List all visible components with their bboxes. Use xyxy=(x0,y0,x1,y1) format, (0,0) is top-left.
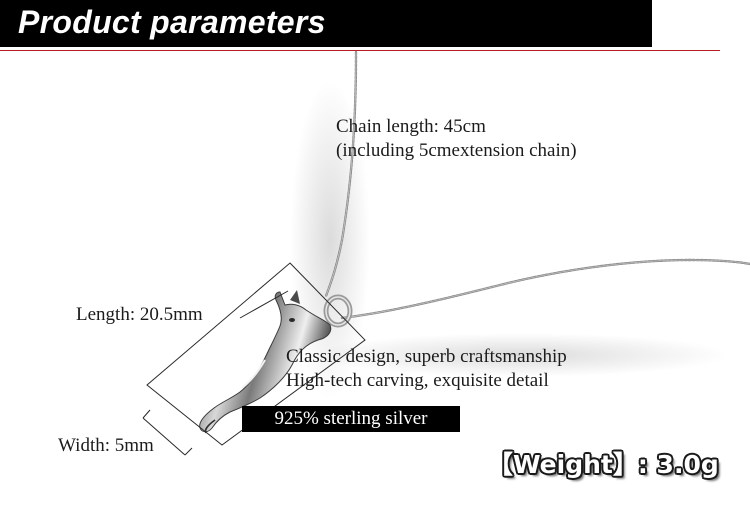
title-banner: Product parameters xyxy=(0,0,652,47)
dimension-lines xyxy=(142,262,366,456)
length-label: Length: 20.5mm xyxy=(76,304,203,325)
weight-label: 【Weight】: 3.0g xyxy=(488,450,719,479)
chain-extension-label: (including 5cmextension chain) xyxy=(336,140,577,161)
divider-rule xyxy=(0,50,720,51)
material-badge: 925% sterling silver xyxy=(242,406,460,432)
material-label: 925% sterling silver xyxy=(274,408,428,429)
carving-label: High-tech carving, exquisite detail xyxy=(286,370,549,391)
chain xyxy=(324,50,750,320)
width-label: Width: 5mm xyxy=(58,435,154,456)
bail xyxy=(323,294,353,328)
chain-length-label: Chain length: 45cm xyxy=(336,116,486,137)
page-title: Product parameters xyxy=(18,4,326,40)
design-label: Classic design, superb craftsmanship xyxy=(286,346,567,367)
